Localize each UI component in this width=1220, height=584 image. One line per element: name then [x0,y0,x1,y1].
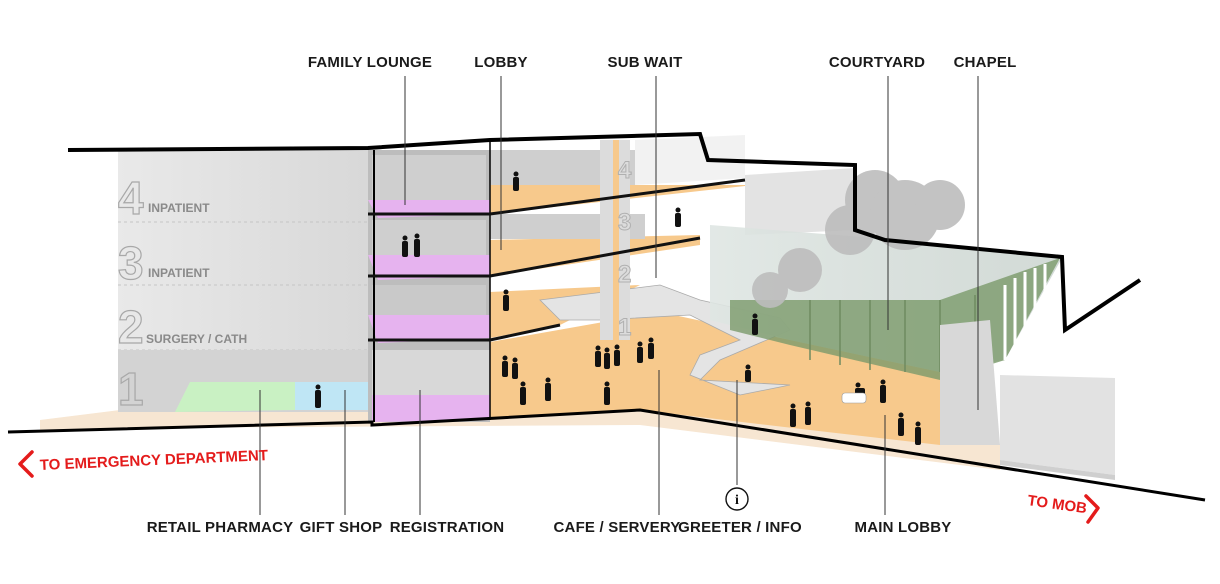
floor-3-name: INPATIENT [148,266,210,280]
label-gift-shop: GIFT SHOP [300,519,383,536]
to-mob-label: TO MOB [1026,492,1088,517]
svg-text:i: i [735,493,739,508]
chapel-volume [940,320,1000,445]
label-chapel: CHAPEL [954,54,1017,71]
chevron-right-icon [1084,494,1100,524]
retail-pharmacy-zone [175,382,295,412]
floor-1-number: 1 [118,363,144,415]
core-floor-1: 1 [618,314,631,341]
label-family-lounge: FAMILY LOUNGE [308,54,432,71]
chevron-left-icon [18,450,34,478]
label-main-lobby: MAIN LOBBY [855,519,952,536]
family-lounge-floor-3 [368,255,490,280]
bench [841,392,867,404]
label-retail-pharmacy: RETAIL PHARMACY [147,519,294,536]
to-emergency-direction: TO EMERGENCY DEPARTMENT [18,447,268,478]
floor-4-number: 4 [118,172,144,224]
core-floor-3: 3 [618,209,631,236]
to-emergency-label: TO EMERGENCY DEPARTMENT [39,447,268,474]
core-floor-2: 2 [618,261,631,288]
label-lobby: LOBBY [474,54,528,71]
info-icon: i [725,487,749,511]
family-lounge-floor-2 [368,315,490,343]
label-courtyard: COURTYARD [829,54,925,71]
gift-shop-zone [295,382,370,410]
label-registration: REGISTRATION [390,519,505,536]
people-silhouettes [315,171,921,445]
core-floor-4: 4 [618,157,632,184]
floor-2-name: SURGERY / CATH [146,332,247,346]
label-cafe-servery: CAFE / SERVERY [554,519,681,536]
chapel-fins [1003,264,1047,360]
floor-3-number: 3 [118,237,144,289]
label-greeter-info: GREETER / INFO [678,519,802,536]
label-sub-wait: SUB WAIT [608,54,683,71]
floor-4-name: INPATIENT [148,201,210,215]
floor-2-number: 2 [118,301,144,353]
ground-line [7,408,1206,502]
to-mob-direction: TO MOB [1026,492,1100,524]
right-building [745,168,855,235]
roof-outline [67,131,1142,334]
